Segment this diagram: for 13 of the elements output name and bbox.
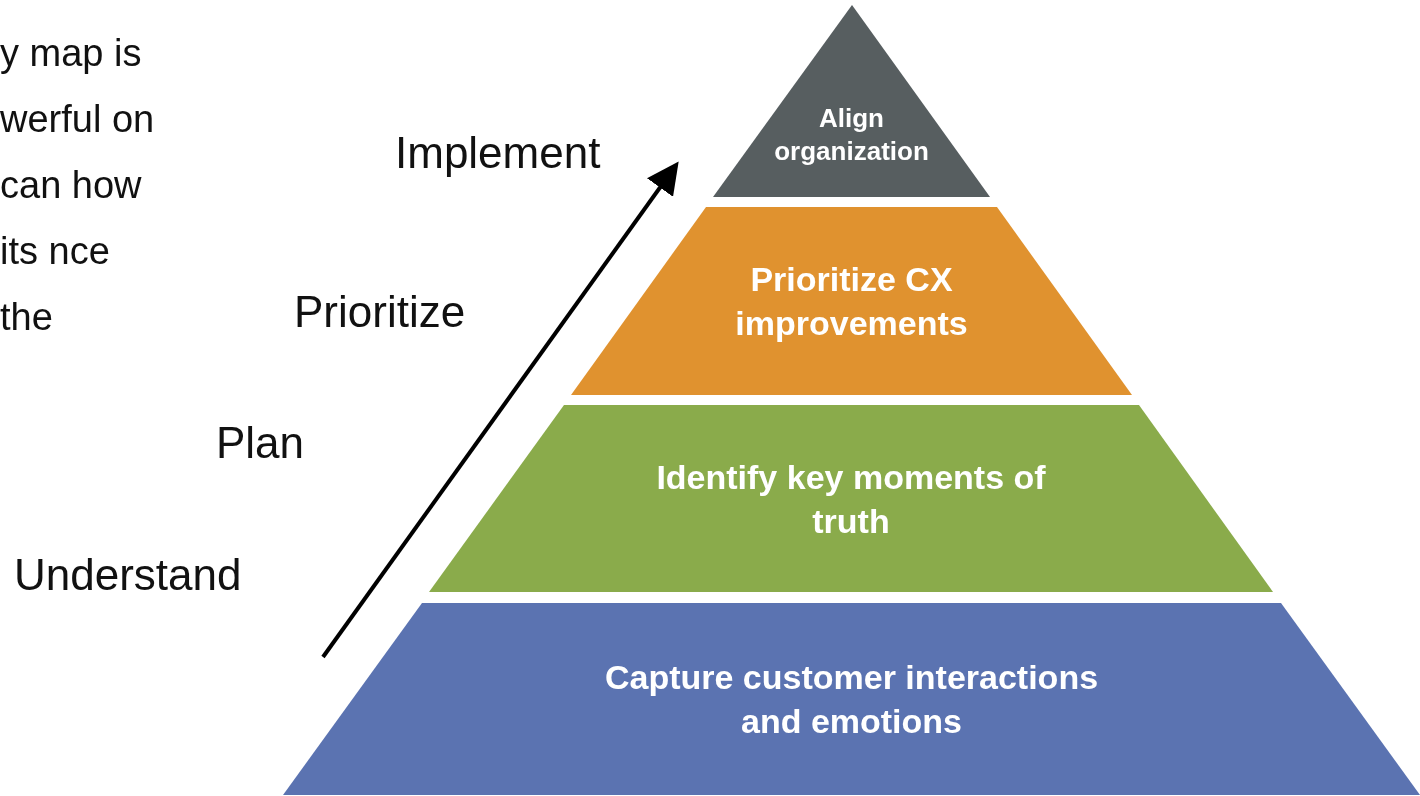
stage-label: Plan bbox=[216, 418, 305, 468]
tier-label: Identify key moments of truth bbox=[655, 456, 1047, 542]
stage-label: Understand bbox=[14, 550, 242, 600]
tier-label: Align organization bbox=[773, 101, 930, 169]
stage-label: Implement bbox=[395, 128, 601, 178]
pyramid-tier bbox=[571, 207, 1132, 395]
paragraph-text: y map is werful on can how its nce the bbox=[0, 31, 156, 340]
pyramid-tier bbox=[429, 405, 1273, 592]
pyramid-apex bbox=[713, 5, 990, 197]
pyramid-tier bbox=[283, 603, 1420, 795]
tier-label: Prioritize CX improvements bbox=[734, 258, 969, 344]
stage-label: Prioritize bbox=[294, 287, 466, 337]
tier-label: Capture customer interactions and emotions bbox=[603, 656, 1100, 742]
